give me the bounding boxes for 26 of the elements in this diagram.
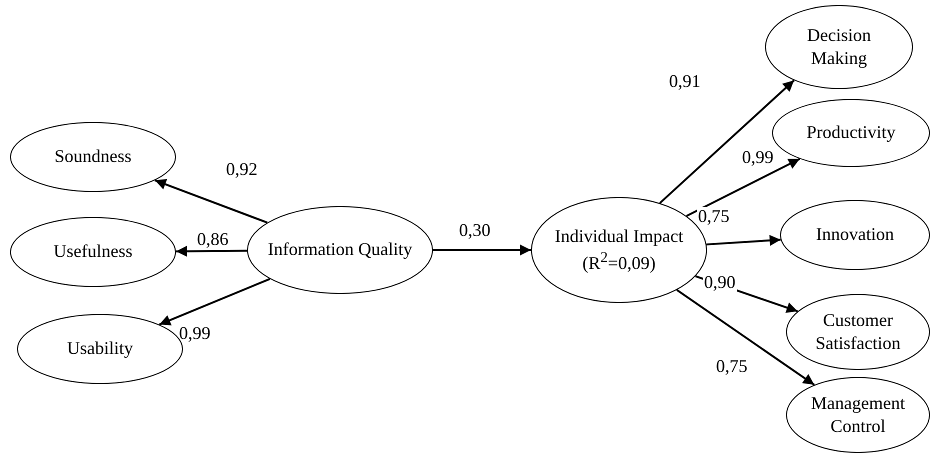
node-label: Usefulness bbox=[54, 240, 132, 264]
edge-label: 0,92 bbox=[225, 160, 258, 180]
arrow bbox=[433, 244, 531, 256]
node-label: Usability bbox=[67, 337, 133, 360]
node-label: Innovation bbox=[816, 223, 894, 246]
node-label: Decision Making bbox=[806, 24, 872, 70]
edge-label: 0,91 bbox=[668, 72, 702, 92]
node-label: Customer Satisfaction bbox=[814, 308, 902, 355]
node-label: Productivity bbox=[806, 121, 896, 144]
edge-label: 0,90 bbox=[703, 273, 736, 293]
arrow bbox=[706, 234, 781, 246]
edge-label: 0,30 bbox=[458, 221, 492, 241]
arrow bbox=[158, 278, 270, 326]
arrow bbox=[176, 246, 248, 257]
arrow bbox=[154, 179, 268, 224]
arrow bbox=[676, 289, 815, 386]
node-label: (R$^{2}$=0,09) bbox=[582, 248, 656, 275]
edge-label: 0,75 bbox=[715, 357, 748, 377]
node-label: Soundness bbox=[54, 145, 132, 168]
node-label: Individual Impact bbox=[554, 225, 684, 248]
arrow bbox=[686, 158, 800, 217]
arrow bbox=[659, 80, 795, 204]
edge-label: 0,86 bbox=[196, 230, 230, 250]
node-label: Management Control bbox=[810, 392, 906, 438]
edge-label: 0,99 bbox=[741, 148, 774, 168]
node-label: Information Quality bbox=[268, 238, 412, 262]
